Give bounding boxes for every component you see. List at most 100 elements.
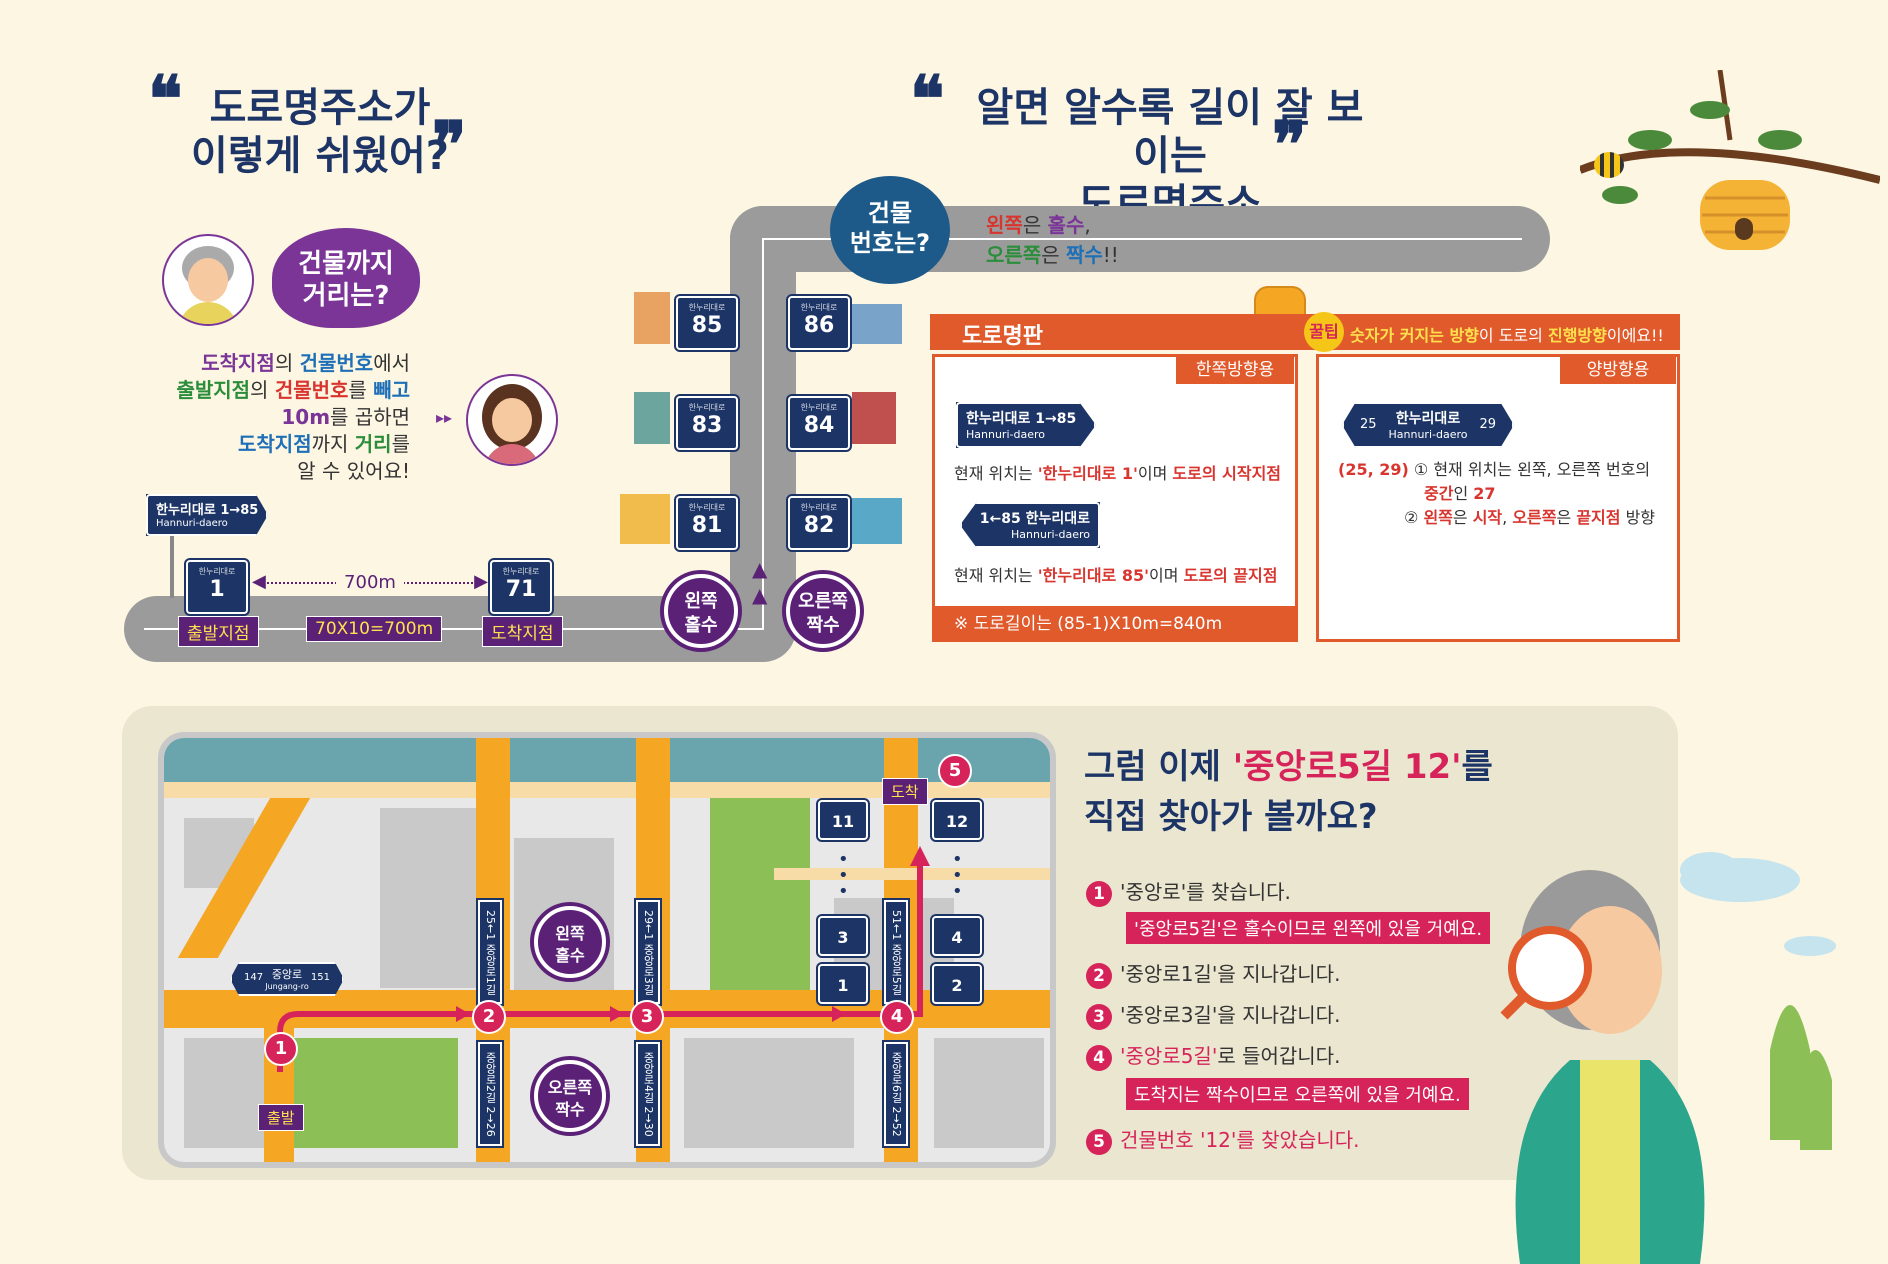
bubble-line2: 거리는? bbox=[302, 281, 390, 311]
building-number: 82 bbox=[803, 513, 835, 538]
one-way-box bbox=[932, 354, 1298, 642]
calc-label: 70X10=700m bbox=[306, 616, 443, 642]
term: 도착지점 bbox=[201, 351, 275, 375]
sign-road: 한누리대로 bbox=[800, 403, 838, 412]
street-sign: 25←1 중앙로1길 bbox=[478, 900, 502, 1004]
girl-avatar bbox=[466, 374, 558, 466]
building-number: 81 bbox=[691, 513, 723, 538]
distance-arrow: ◀▶ 700m bbox=[252, 571, 488, 593]
distance-label: 700m bbox=[336, 572, 404, 593]
road-length-footer: ※ 도로길이는 (85-1)X10m=840m bbox=[932, 606, 1298, 642]
text: 까지 bbox=[311, 432, 355, 456]
ellipsis-dots: ••• bbox=[838, 849, 849, 902]
term: 끝지점 bbox=[1576, 508, 1621, 527]
sign-road: 한누리대로 bbox=[198, 567, 236, 576]
sign-korean: 한누리대로 1→85 bbox=[156, 503, 259, 518]
step-term: '중앙로5길' bbox=[1120, 1044, 1218, 1068]
term: 도로의 시작지점 bbox=[1172, 464, 1282, 483]
text: 은 bbox=[1041, 243, 1066, 267]
step-note: '중앙로5길'은 홀수이므로 왼쪽에 있을 거예요. bbox=[1126, 912, 1491, 944]
circle-line1: 오른쪽 bbox=[547, 1078, 593, 1097]
route-line bbox=[277, 846, 930, 1072]
step-1: 1'중앙로'를 찾습니다. bbox=[1086, 876, 1291, 907]
step-note: 도착지는 짝수이므로 오른쪽에 있을 거예요. bbox=[1126, 1078, 1469, 1110]
text: 현재 위치는 bbox=[954, 566, 1038, 585]
term: 왼쪽 bbox=[986, 213, 1023, 237]
route-step-marker: 2 bbox=[472, 1000, 506, 1034]
map-arrive-label: 도착 bbox=[882, 778, 928, 805]
grandmother-avatar bbox=[162, 234, 254, 326]
term: 출발지점 bbox=[176, 378, 251, 402]
sign-korean: 한누리대로 bbox=[1395, 411, 1461, 427]
step-2: 2'중앙로1길'을 지나갑니다. bbox=[1086, 958, 1340, 989]
step-number: 2 bbox=[1086, 963, 1112, 989]
text: 은 bbox=[1556, 508, 1577, 527]
road-name-sign: 1←85 한누리대로 Hannuri-daero bbox=[960, 502, 1100, 548]
left-title: 도로명주소가 이렇게 쉬웠어? bbox=[190, 84, 450, 180]
map-road-sign: 147 중앙로 Jungang-ro 151 bbox=[230, 962, 344, 996]
term: 건물번호 bbox=[274, 378, 349, 402]
text: 의 bbox=[250, 378, 275, 402]
sign-korean: 중앙로 bbox=[271, 968, 303, 981]
route-step-marker: 5 bbox=[938, 754, 972, 788]
sign-road: 한누리대로 bbox=[800, 503, 838, 512]
step-text: 로 들어갑니다. bbox=[1217, 1044, 1341, 1068]
sign-korean: 1←85 한누리대로 bbox=[979, 511, 1090, 527]
building-number: 3 bbox=[837, 928, 849, 947]
sign-road: 한누리대로 bbox=[688, 403, 726, 412]
building-number: 71 bbox=[505, 577, 537, 602]
step-number: 3 bbox=[1086, 1004, 1112, 1030]
one-way-label: 한쪽방향용 bbox=[1176, 356, 1294, 384]
distance-question-bubble: 건물까지 거리는? bbox=[272, 228, 420, 328]
building-icon bbox=[850, 304, 902, 344]
tip-text: 숫자가 커지는 방향이 도로의 진행방향이에요!! bbox=[1350, 322, 1664, 346]
map-building-sign: 1 bbox=[818, 964, 868, 1004]
map-building-sign: 3 bbox=[818, 916, 868, 956]
map-building-sign: 11 bbox=[818, 800, 868, 840]
left-title-line1: 도로명주소가 bbox=[209, 85, 431, 131]
route-step-marker: 4 bbox=[880, 1000, 914, 1034]
text: 현재 위치는 bbox=[954, 464, 1038, 483]
circle-line2: 짝수 bbox=[555, 1100, 585, 1119]
sign-panel-title: 도로명판 bbox=[962, 324, 1043, 349]
term: 중간 bbox=[1424, 484, 1454, 503]
text: 인 bbox=[1453, 484, 1474, 503]
text: 를 bbox=[391, 432, 410, 456]
sign-desc: 현재 위치는 '한누리대로 85'이며 도로의 끝지점 bbox=[954, 562, 1277, 586]
text: 은 bbox=[1022, 213, 1048, 237]
building-number: 83 bbox=[691, 413, 723, 438]
term: '한누리대로 1' bbox=[1037, 464, 1138, 483]
map-building-sign: 12 bbox=[932, 800, 982, 840]
sign-english: Hannuri-daero bbox=[1388, 428, 1468, 441]
term: '중앙로5길 12' bbox=[1232, 747, 1462, 787]
map-building-sign: 2 bbox=[932, 964, 982, 1004]
text: 를 bbox=[348, 378, 374, 402]
explanation-text: 도착지점의 건물번호에서 출발지점의 건물번호를 빼고 10m를 곱하면 도착지… bbox=[150, 350, 410, 485]
road-lane-line bbox=[762, 238, 1522, 240]
term: 도로의 끝지점 bbox=[1183, 566, 1278, 585]
bubble-line1: 건물 bbox=[867, 199, 913, 227]
building-number: 84 bbox=[803, 413, 835, 438]
tip-text-part: 이 도로의 bbox=[1478, 326, 1548, 345]
term: 짝수 bbox=[1065, 243, 1103, 267]
building-number-sign: 한누리대로 71 bbox=[490, 560, 552, 614]
start-point-label: 출발지점 bbox=[178, 616, 259, 647]
building-icon bbox=[852, 392, 896, 444]
open-quote-icon: ❝ bbox=[910, 62, 945, 137]
street-sign: 중앙로2길 2→26 bbox=[478, 1042, 502, 1146]
step-3: 3'중앙로3길'을 지나갑니다. bbox=[1086, 999, 1340, 1030]
text: 은 bbox=[1452, 508, 1473, 527]
term: 빼고 bbox=[373, 378, 410, 402]
close-quote-icon: ❞ bbox=[1272, 108, 1307, 183]
two-way-label: 양방향용 bbox=[1560, 356, 1676, 384]
term: 오른쪽 bbox=[1512, 508, 1557, 527]
text: ② bbox=[1404, 508, 1424, 527]
